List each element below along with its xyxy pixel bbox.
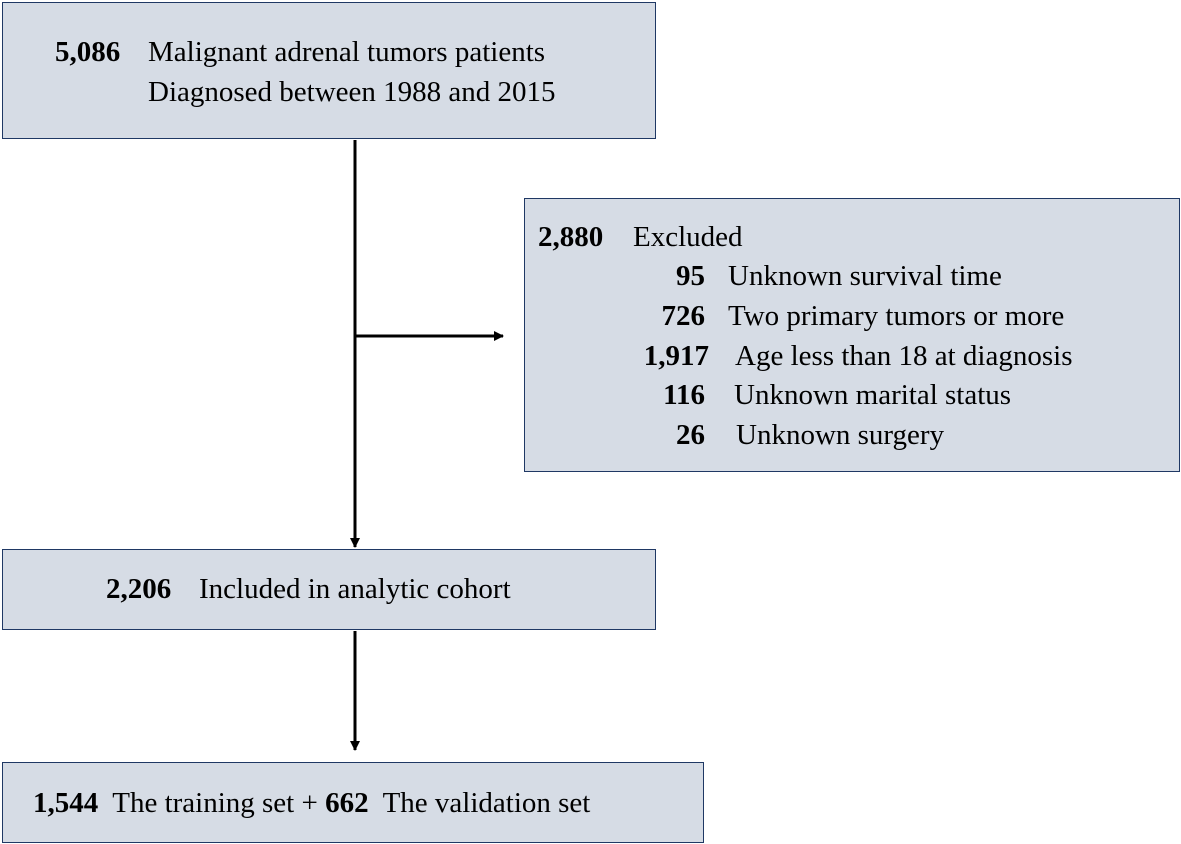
training-count: 1,544: [33, 787, 99, 819]
validation-label: The validation set: [382, 787, 591, 819]
excluded-item-count: 726: [661, 300, 706, 332]
total-patients-box: 5,086 Malignant adrenal tumors patients …: [2, 2, 656, 139]
excluded-count: 2,880: [538, 221, 604, 253]
plus-sign: +: [301, 787, 318, 819]
excluded-box: 2,880 Excluded 95 Unknown survival time …: [524, 198, 1180, 472]
training-label: The training set: [112, 787, 295, 819]
excluded-item-count: 116: [663, 379, 705, 411]
excluded-item-count: 95: [676, 260, 705, 292]
total-count: 5,086: [55, 36, 121, 68]
excluded-label: Excluded: [633, 221, 743, 253]
split-line: 1,544 The training set + 662 The validat…: [33, 785, 590, 821]
dataset-split-box: 1,544 The training set + 662 The validat…: [2, 762, 704, 843]
excluded-item-label: Age less than 18 at diagnosis: [735, 340, 1073, 372]
excluded-item-count: 1,917: [643, 340, 709, 372]
total-label-line2: Diagnosed between 1988 and 2015: [148, 76, 556, 108]
cohort-count: 2,206: [106, 573, 172, 605]
total-label-line1: Malignant adrenal tumors patients: [148, 36, 546, 68]
excluded-item-count: 26: [676, 419, 705, 451]
excluded-item-label: Two primary tumors or more: [728, 300, 1065, 332]
excluded-item-label: Unknown marital status: [734, 379, 1012, 411]
validation-count: 662: [325, 787, 369, 819]
analytic-cohort-box: 2,206 Included in analytic cohort: [2, 549, 656, 630]
cohort-label: Included in analytic cohort: [199, 573, 511, 605]
excluded-item-label: Unknown surgery: [736, 419, 945, 451]
excluded-item-label: Unknown survival time: [728, 260, 1002, 292]
